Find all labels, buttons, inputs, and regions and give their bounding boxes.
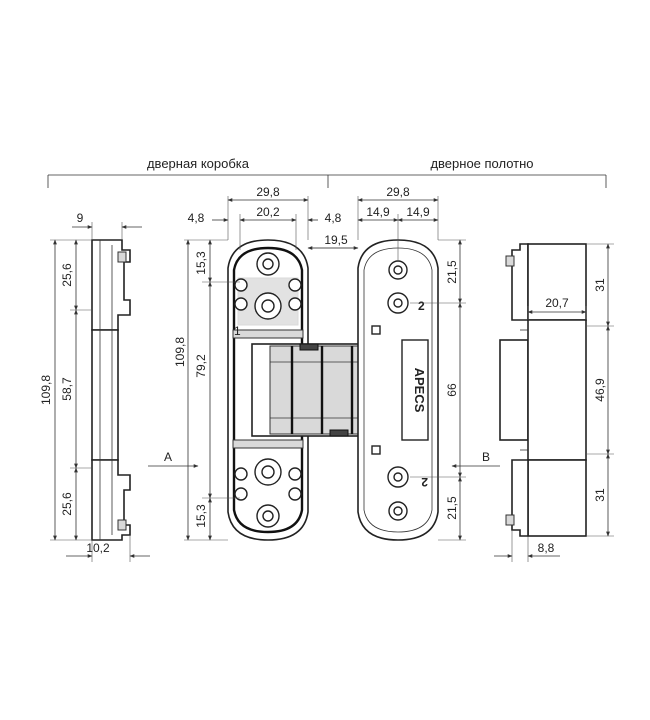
dim-right-bottom-width: 8,8 (538, 541, 555, 555)
dim-leaf-hole-spacing: 66 (445, 383, 459, 397)
frame-dimensions: 29,8 20,2 4,8 4,8 19,5 109,8 15,3 79,2 1… (173, 185, 359, 541)
mark-2-bottom: 2 (421, 475, 428, 489)
dim-right-bot-seg: 31 (593, 488, 607, 502)
dim-right-depth: 20,7 (545, 296, 569, 310)
dim-leaf-total-width: 29,8 (386, 185, 410, 199)
left-side-view: 9 109,8 25,6 58,7 25,6 10,2 A (39, 211, 199, 562)
dim-frame-height: 109,8 (173, 337, 187, 367)
dim-frame-top-edge: 15,3 (194, 251, 208, 275)
dim-frame-total-width: 29,8 (256, 185, 280, 199)
section-header: дверная коробка дверное полотно (47, 156, 607, 188)
dim-leaf-half-left: 14,9 (366, 205, 390, 219)
dim-left-top-width: 9 (77, 211, 84, 225)
dim-left-mid-seg: 58,7 (60, 377, 74, 401)
brand-label: APECS (412, 368, 427, 413)
mark-2-top: 2 (418, 299, 425, 313)
dim-right-mid-seg: 46,9 (593, 378, 607, 402)
dim-frame-inner-height: 79,2 (194, 354, 208, 378)
dim-left-top-seg: 25,6 (60, 263, 74, 287)
view-a-label: A (164, 450, 172, 464)
mark-1: 1 (234, 324, 241, 338)
dim-leaf-top-edge: 21,5 (445, 260, 459, 284)
dim-frame-bottom-edge: 15,3 (194, 504, 208, 528)
dim-frame-offset-right: 4,8 (325, 211, 342, 225)
leaf-dimensions: 29,8 14,9 14,9 21,5 66 21,5 (357, 185, 466, 541)
dim-right-top-seg: 31 (593, 278, 607, 292)
leaf-label: дверное полотно (430, 156, 533, 171)
frame-label: дверная коробка (147, 156, 250, 171)
dim-leaf-half-right: 14,9 (406, 205, 430, 219)
view-b-label: B (482, 450, 490, 464)
right-side-view: B 20,7 31 46,9 31 8,8 (451, 243, 614, 562)
dim-leaf-bottom-edge: 21,5 (445, 496, 459, 520)
dim-frame-inner-width: 20,2 (256, 205, 280, 219)
dim-left-bottom-width: 10,2 (86, 541, 110, 555)
dim-gap: 19,5 (324, 233, 348, 247)
dim-frame-offset-left: 4,8 (188, 211, 205, 225)
dim-left-bot-seg: 25,6 (60, 492, 74, 516)
leaf-part-front: APECS 2 2 (357, 239, 439, 541)
dim-left-height: 109,8 (39, 375, 53, 405)
